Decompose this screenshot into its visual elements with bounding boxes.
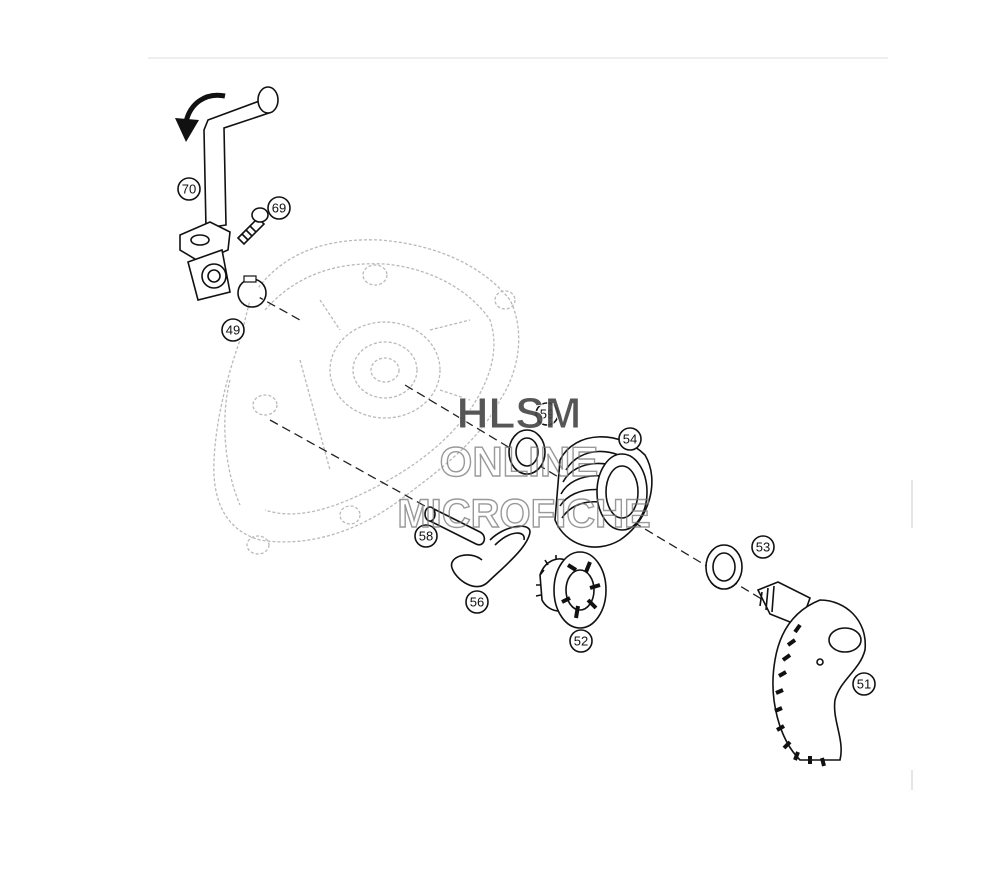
callout-58: 58: [414, 524, 438, 548]
callout-69: 69: [267, 196, 291, 220]
ratchet-gear: [535, 551, 607, 629]
callout-69-label: 69: [272, 201, 286, 216]
callout-56-label: 56: [470, 595, 484, 610]
guide-pin: [424, 506, 486, 546]
callout-52-label: 52: [574, 634, 588, 649]
crankcase-cover-outline: [213, 239, 520, 555]
callout-51: 51: [852, 672, 876, 696]
kick-spring: [450, 525, 531, 588]
callout-49: 49: [221, 318, 245, 342]
watermark-line-1: HLSM: [457, 389, 582, 438]
washer: [508, 429, 546, 475]
lever-bolt: [236, 207, 269, 246]
callout-70: 70: [177, 177, 201, 201]
callout-53: 53: [751, 535, 775, 559]
callout-53-label: 53: [756, 540, 770, 555]
kick-lever: [179, 86, 279, 301]
watermark: HLSM ONLINE MICROFICHE: [397, 389, 652, 537]
circlip: [237, 275, 267, 308]
watermark-line-3: MICROFICHE: [397, 492, 650, 536]
spring-housing: [554, 436, 653, 548]
watermark-line-2: ONLINE: [440, 438, 599, 485]
callout-54: 54: [618, 427, 642, 451]
callout-59-label: 59: [540, 407, 554, 422]
callout-52: 52: [569, 629, 593, 653]
rotation-arrow-icon: [175, 92, 226, 142]
callout-51-label: 51: [857, 677, 871, 692]
callout-70-label: 70: [182, 182, 196, 197]
callout-58-label: 58: [419, 529, 433, 544]
callout-54-label: 54: [623, 432, 637, 447]
kick-shaft-gear: [756, 581, 866, 767]
shaft-washer: [705, 544, 743, 590]
callout-56: 56: [465, 590, 489, 614]
callout-49-label: 49: [226, 323, 240, 338]
callout-59: 59: [535, 402, 559, 426]
assembly-axis-lines: [254, 294, 831, 641]
